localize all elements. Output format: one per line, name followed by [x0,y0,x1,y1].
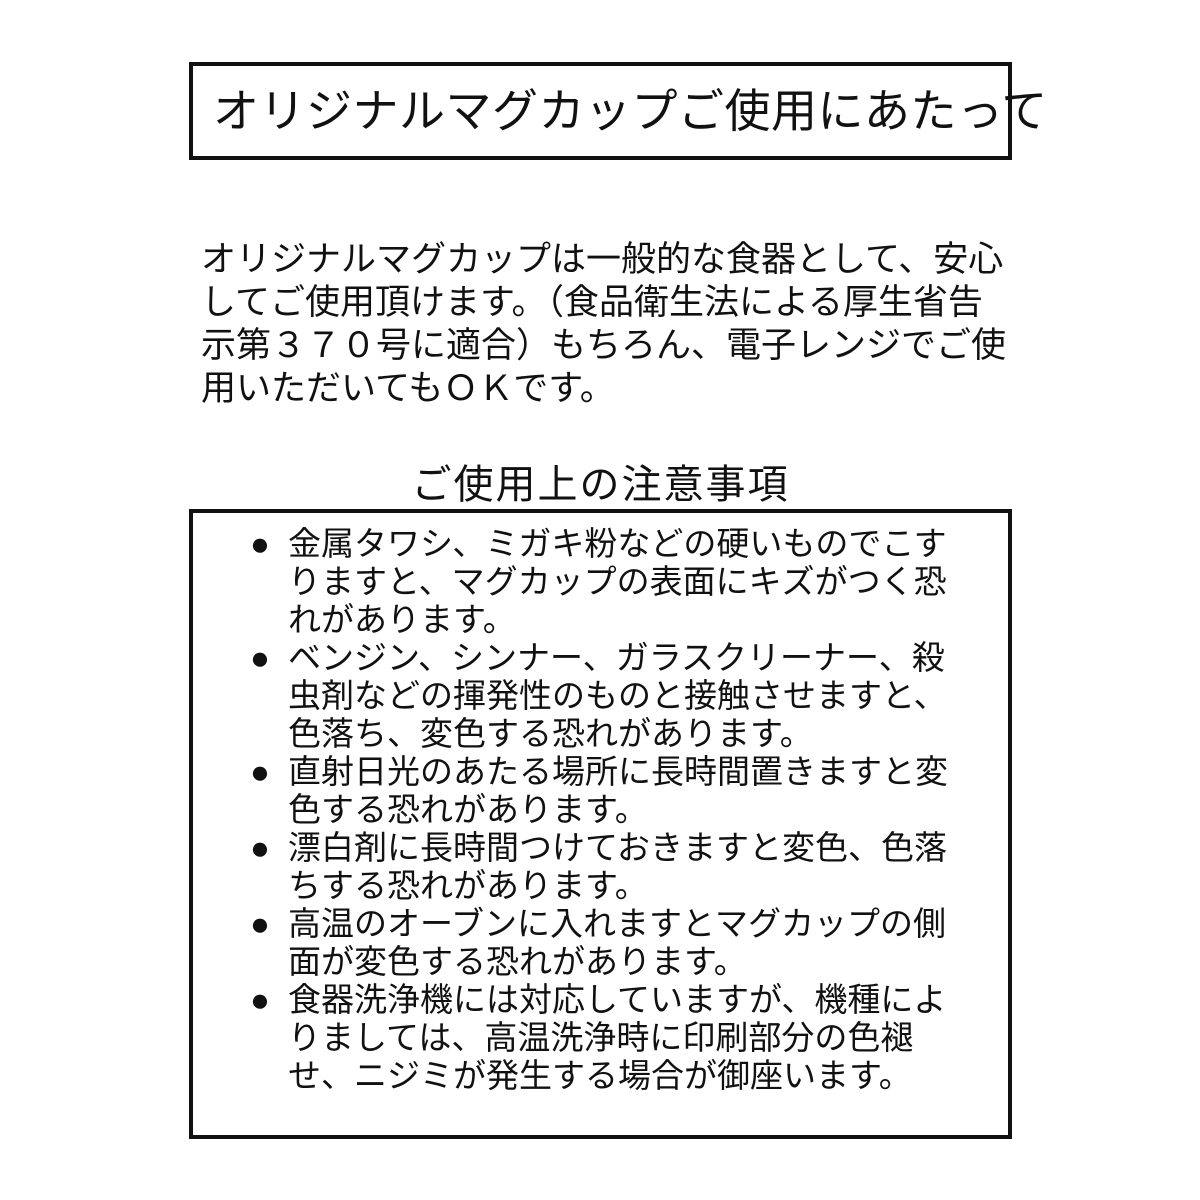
list-item-text: 金属タワシ、ミガキ粉などの硬いものでこすりますと、マグカップの表面にキズがつく恐… [288,525,947,638]
bullet-icon: ● [250,981,270,1018]
intro-paragraph: オリジナルマグカップは一般的な食器として、安心してご使用頂けます。（食品衛生法に… [201,240,1007,408]
list-item: ● 金属タワシ、ミガキ粉などの硬いものでこすりますと、マグカップの表面にキズがつ… [250,525,972,639]
list-item-text: 食器洗浄機には対応していますが、機種によりましては、高温洗浄時に印刷部分の色褪せ… [288,981,947,1094]
title-box: オリジナルマグカップご使用にあたって [189,62,1047,160]
list-item-text: ベンジン、シンナー、ガラスクリーナー、殺虫剤などの揮発性のものと接触させますと、… [288,639,947,752]
list-item: ● 直射日光のあたる場所に長時間置きますと変色する恐れがあります。 [250,753,972,829]
list-item: ● 食器洗浄機には対応していますが、機種によりましては、高温洗浄時に印刷部分の色… [250,981,972,1095]
bullet-icon: ● [250,905,270,942]
bullet-icon: ● [250,829,270,866]
list-item: ● 漂白剤に長時間つけておきますと変色、色落ちする恐れがあります。 [250,829,972,905]
page-title: オリジナルマグカップご使用にあたって [213,85,1048,137]
list-item-text: 高温のオーブンに入れますとマグカップの側面が変色する恐れがあります。 [288,905,947,980]
list-item-text: 漂白剤に長時間つけておきますと変色、色落ちする恐れがあります。 [288,829,948,904]
section-heading-precautions: ご使用上の注意事項 [411,463,790,508]
warnings-list: ● 金属タワシ、ミガキ粉などの硬いものでこすりますと、マグカップの表面にキズがつ… [250,525,972,1095]
bullet-icon: ● [250,639,270,676]
list-item-text: 直射日光のあたる場所に長時間置きますと変色する恐れがあります。 [288,753,948,828]
bullet-icon: ● [250,525,270,562]
warnings-box: ● 金属タワシ、ミガキ粉などの硬いものでこすりますと、マグカップの表面にキズがつ… [189,509,1012,1139]
bullet-icon: ● [250,753,270,790]
list-item: ● 高温のオーブンに入れますとマグカップの側面が変色する恐れがあります。 [250,905,972,981]
list-item: ● ベンジン、シンナー、ガラスクリーナー、殺虫剤などの揮発性のものと接触させます… [250,639,972,753]
